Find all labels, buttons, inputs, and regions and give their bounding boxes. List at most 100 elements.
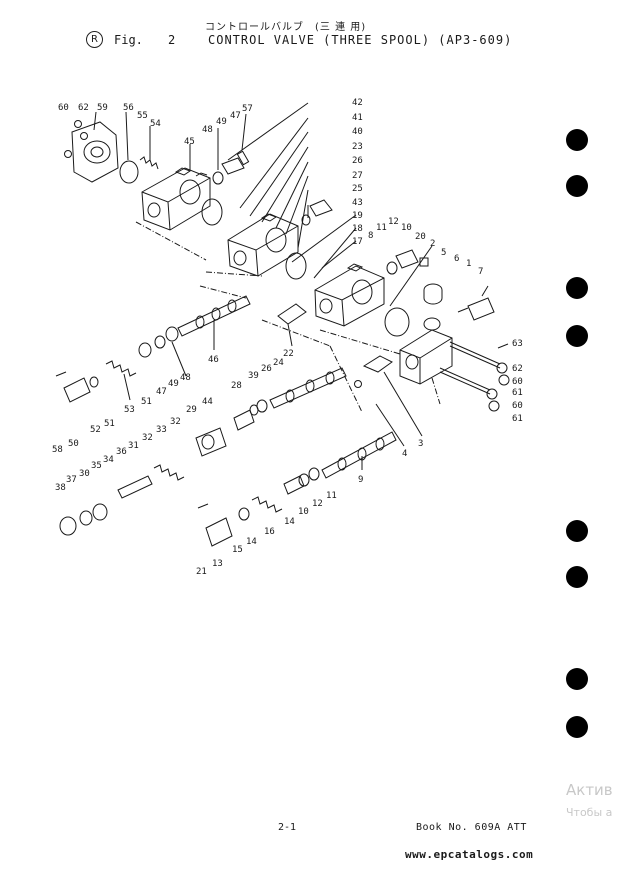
part-number: 14 <box>284 517 295 527</box>
part-number: 3 <box>418 439 423 449</box>
part-number: 21 <box>196 567 207 577</box>
part-number: 61 <box>512 414 523 424</box>
part-number: 15 <box>232 545 243 555</box>
leader-guides <box>135 221 441 413</box>
part-number: 7 <box>478 267 483 277</box>
part-number: 47 <box>230 111 241 121</box>
part-number: 8 <box>368 231 373 241</box>
part-number: 38 <box>55 483 66 493</box>
part-number: 32 <box>170 417 181 427</box>
part-number: 23 <box>352 142 363 152</box>
part-number: 10 <box>298 507 309 517</box>
part-number: 43 <box>352 198 363 208</box>
activation-watermark-title: Актив <box>566 781 613 799</box>
part-number: 32 <box>142 433 153 443</box>
part-number-labels: 60 62 59 56 55 54 45 48 49 47 57 42 41 4… <box>52 98 523 577</box>
part-number: 57 <box>242 104 253 114</box>
spring-cap <box>205 517 233 547</box>
part-number: 5 <box>441 248 446 258</box>
valve-section-lower <box>314 263 385 327</box>
part-number: 19 <box>352 211 363 221</box>
part-number: 62 <box>512 364 523 374</box>
part-number: 35 <box>91 461 102 471</box>
part-number: 24 <box>273 358 284 368</box>
spring <box>251 496 283 513</box>
part-number: 1 <box>466 259 471 269</box>
part-number: 12 <box>312 499 323 509</box>
part-number: 48 <box>180 373 191 383</box>
pilot-cap <box>277 303 307 325</box>
part-number: 22 <box>283 349 294 359</box>
activation-watermark-text: Чтобы а <box>566 806 613 819</box>
spool-lower <box>321 431 397 479</box>
binder-hole <box>566 325 588 347</box>
page-number: 2-1 <box>278 822 297 833</box>
part-number: 61 <box>512 388 523 398</box>
part-number: 47 <box>156 387 167 397</box>
inlet-body <box>399 317 453 385</box>
part-number: 54 <box>150 119 161 129</box>
part-number: 55 <box>137 111 148 121</box>
valve-section-upper <box>141 167 211 231</box>
part-number: 2 <box>430 239 435 249</box>
binder-hole <box>566 566 588 588</box>
part-number: 16 <box>264 527 275 537</box>
binder-hole <box>566 668 588 690</box>
spool-middle <box>269 367 347 409</box>
o-ring <box>384 307 410 337</box>
part-number: 9 <box>358 475 363 485</box>
part-number: 37 <box>66 475 77 485</box>
part-number: 58 <box>52 445 63 455</box>
part-number: 10 <box>401 223 412 233</box>
relief-valve <box>467 297 495 321</box>
fig-title: CONTROL VALVE (THREE SPOOL) (AP3-609) <box>208 33 513 47</box>
part-number: 29 <box>186 405 197 415</box>
part-number: 11 <box>376 223 387 233</box>
part-number: 62 <box>78 103 89 113</box>
part-number: 33 <box>156 425 167 435</box>
fig-number: 2 <box>168 33 176 47</box>
spring-cap <box>63 377 91 403</box>
spool-upper <box>177 295 251 337</box>
cover-plate <box>221 157 245 175</box>
part-number: 26 <box>352 156 363 166</box>
part-number: 39 <box>248 371 259 381</box>
valve-section-middle <box>227 213 299 277</box>
part-number: 45 <box>184 137 195 147</box>
part-number: 51 <box>141 397 152 407</box>
o-ring <box>119 160 139 184</box>
part-number: 14 <box>246 537 257 547</box>
binder-hole <box>566 716 588 738</box>
part-number: 26 <box>261 364 272 374</box>
part-number: 46 <box>208 355 219 365</box>
part-number: 28 <box>231 381 242 391</box>
spring <box>139 156 159 170</box>
part-number: 31 <box>128 441 139 451</box>
cap <box>423 283 443 305</box>
part-number: 63 <box>512 339 523 349</box>
spring <box>105 360 137 377</box>
part-number: 17 <box>352 237 363 247</box>
website-link[interactable]: www.epcatalogs.com <box>405 848 534 861</box>
part-number: 41 <box>352 113 363 123</box>
part-number: 12 <box>388 217 399 227</box>
part-number: 52 <box>90 425 101 435</box>
book-number: Book No. 609A ATT <box>416 822 527 833</box>
part-number: 30 <box>79 469 90 479</box>
part-number: 60 <box>512 377 523 387</box>
spring <box>153 464 185 481</box>
fig-label: Fig. <box>114 33 143 47</box>
part-number: 49 <box>216 117 227 127</box>
part-number: 36 <box>116 447 127 457</box>
japanese-title: コントロールバルブ (三 連 用) <box>205 22 367 33</box>
binder-hole <box>566 175 588 197</box>
binder-hole <box>566 129 588 151</box>
part-number: 25 <box>352 184 363 194</box>
part-number: 59 <box>97 103 108 113</box>
part-number: 49 <box>168 379 179 389</box>
spring-cap <box>195 427 227 457</box>
revision-mark: R <box>86 31 103 48</box>
part-number: 11 <box>326 491 337 501</box>
